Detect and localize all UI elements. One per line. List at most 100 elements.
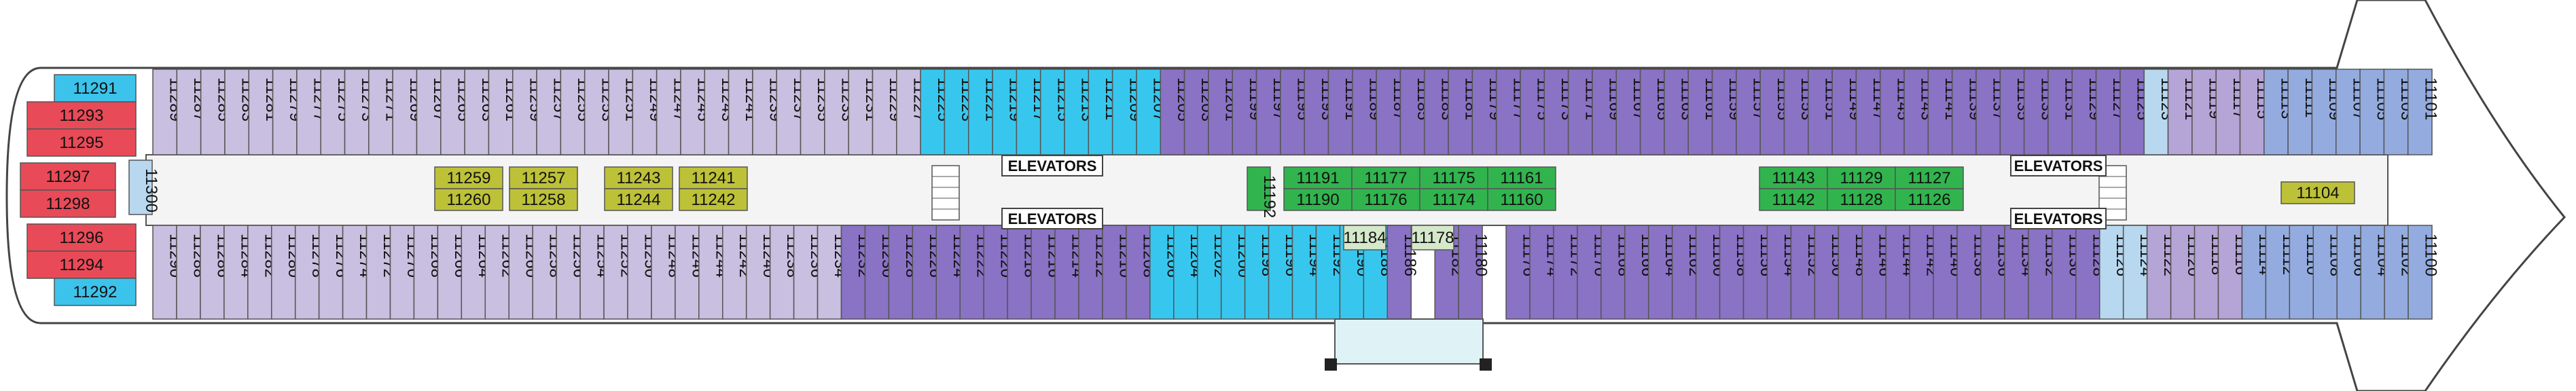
cabin-11232[interactable]: 11232 xyxy=(840,225,873,320)
cabin-11260[interactable]: 11260 xyxy=(434,188,503,211)
cabin-11248[interactable]: 11248 xyxy=(651,225,683,320)
cabin-11177[interactable]: 11177 xyxy=(1351,166,1420,189)
cabin-11180[interactable]: 11180 xyxy=(1458,225,1490,320)
cabin-11212[interactable]: 11212 xyxy=(1078,225,1110,320)
cabin-11105[interactable]: 11105 xyxy=(2359,69,2392,155)
cabin-shape xyxy=(2217,225,2243,320)
cabin-11190[interactable]: 11190 xyxy=(1283,188,1353,211)
cabin-11217[interactable]: 11217 xyxy=(1016,69,1048,155)
cabin-11100[interactable]: 11100 xyxy=(2408,225,2440,320)
cabin-11110[interactable]: 11110 xyxy=(2289,225,2321,320)
cabin-shape xyxy=(2052,225,2077,320)
cabin-11243[interactable]: 11243 xyxy=(704,69,736,155)
cabin-11244[interactable]: 11244 xyxy=(604,188,673,211)
cabin-11293[interactable]: 11293 xyxy=(26,101,137,130)
cabin-11296[interactable]: 11296 xyxy=(26,223,137,252)
cabin-shape xyxy=(2289,225,2314,320)
cabin-11192[interactable]: 11192 xyxy=(1247,166,1278,218)
cabin-shape xyxy=(604,188,673,211)
cabin-11257[interactable]: 11257 xyxy=(509,166,578,189)
cabin-11297[interactable]: 11297 xyxy=(20,162,116,191)
cabin-11233[interactable]: 11233 xyxy=(824,69,857,155)
cabin-shape xyxy=(294,225,320,320)
cabin-11128[interactable]: 11128 xyxy=(1827,188,1896,211)
cabin-11252[interactable]: 11252 xyxy=(603,225,635,320)
cabin-11264[interactable]: 11264 xyxy=(461,225,493,320)
cabin-11298[interactable]: 11298 xyxy=(20,189,116,218)
cabin-11279[interactable]: 11279 xyxy=(272,69,305,155)
cabin-11195[interactable]: 11195 xyxy=(1280,69,1312,155)
cabin-11300[interactable]: 11300 xyxy=(128,160,160,215)
cabin-11124[interactable]: 11124 xyxy=(2122,225,2155,320)
cabin-11176[interactable]: 11176 xyxy=(1505,225,1538,320)
cabin-shape xyxy=(556,225,581,320)
cabin-11218[interactable]: 11218 xyxy=(1007,225,1039,320)
cabin-shape xyxy=(2192,69,2217,155)
cabin-11208[interactable]: 11208 xyxy=(1126,225,1158,320)
cabin-11160[interactable]: 11160 xyxy=(1487,188,1556,211)
cabin-shape xyxy=(1711,69,1737,155)
cabin-11206[interactable]: 11206 xyxy=(1149,225,1181,320)
cabin-11138[interactable]: 11138 xyxy=(1956,225,1989,320)
cabin-11109[interactable]: 11109 xyxy=(2311,69,2344,155)
cabin-11144[interactable]: 11144 xyxy=(1885,225,1918,320)
cabin-shape xyxy=(2264,69,2289,155)
cabin-11102[interactable]: 11102 xyxy=(2384,225,2416,320)
cabin-11295[interactable]: 11295 xyxy=(26,128,137,157)
cabin-11251[interactable]: 11251 xyxy=(608,69,641,155)
cabin-11258[interactable]: 11258 xyxy=(509,188,578,211)
cabin-11292[interactable]: 11292 xyxy=(54,278,137,306)
cabin-11126[interactable]: 11126 xyxy=(2098,225,2131,320)
cabin-11288[interactable]: 11288 xyxy=(176,225,208,320)
cabin-11119[interactable]: 11119 xyxy=(2192,69,2224,155)
cabin-11257[interactable]: 11257 xyxy=(536,69,569,155)
cabin-11241[interactable]: 11241 xyxy=(679,166,748,189)
cabin-shape xyxy=(1448,69,1473,155)
cabin-11181[interactable]: 11181 xyxy=(1448,69,1480,155)
cabin-shape xyxy=(967,69,993,155)
cabin-11184[interactable]: 11184 xyxy=(1343,225,1387,250)
cabin-11101[interactable]: 11101 xyxy=(2407,69,2440,155)
cabin-11247[interactable]: 11247 xyxy=(656,69,689,155)
cabin-shape xyxy=(26,101,137,130)
cabin-11277[interactable]: 11277 xyxy=(296,69,329,155)
cabin-11246[interactable]: 11246 xyxy=(675,225,706,320)
cabin-11178[interactable]: 11178 xyxy=(1411,225,1454,250)
cabin-11294[interactable]: 11294 xyxy=(26,250,137,279)
cabin-11191[interactable]: 11191 xyxy=(1283,166,1353,189)
cabin-11104[interactable]: 11104 xyxy=(2280,181,2355,204)
cabin-11289[interactable]: 11289 xyxy=(152,69,185,155)
cabin-11215[interactable]: 11215 xyxy=(1039,69,1073,155)
cabin-11284[interactable]: 11284 xyxy=(223,225,255,320)
cabin-shape xyxy=(26,128,137,157)
cabin-11175[interactable]: 11175 xyxy=(1419,166,1488,189)
cabin-11176[interactable]: 11176 xyxy=(1351,188,1420,211)
cabin-11136[interactable]: 11136 xyxy=(1980,225,2012,320)
cabin-11243[interactable]: 11243 xyxy=(604,166,673,189)
cabin-11142[interactable]: 11142 xyxy=(1759,188,1828,211)
cabin-11261[interactable]: 11261 xyxy=(488,69,520,155)
cabin-11259[interactable]: 11259 xyxy=(434,166,503,189)
cabin-11204[interactable]: 11204 xyxy=(1173,225,1205,320)
cabin-shape xyxy=(2122,225,2148,320)
cabin-11133[interactable]: 11133 xyxy=(2023,69,2056,155)
cabin-11171[interactable]: 11171 xyxy=(1567,69,1600,155)
cabin-11260[interactable]: 11260 xyxy=(508,225,541,320)
cabin-shape xyxy=(2336,225,2361,320)
cabin-11143[interactable]: 11143 xyxy=(1759,166,1828,189)
cabin-11291[interactable]: 11291 xyxy=(54,74,137,103)
cabin-shape xyxy=(1909,225,1934,320)
cabin-11192[interactable]: 11192 xyxy=(1315,225,1348,320)
cabin-11127[interactable]: 11127 xyxy=(2095,69,2128,155)
cabin-11242[interactable]: 11242 xyxy=(679,188,748,211)
cabin-number: 11260 xyxy=(447,191,491,209)
cabin-number: 11180 xyxy=(1472,234,1490,276)
cabin-11174[interactable]: 11174 xyxy=(1419,188,1488,211)
cabin-11152[interactable]: 11152 xyxy=(1790,225,1823,320)
cabin-11161[interactable]: 11161 xyxy=(1487,166,1556,189)
cabin-11126[interactable]: 11126 xyxy=(1895,188,1964,211)
cabin-11127[interactable]: 11127 xyxy=(1895,166,1964,189)
cabin-11236[interactable]: 11236 xyxy=(793,225,825,320)
cabin-11216[interactable]: 11216 xyxy=(1031,225,1063,320)
cabin-11129[interactable]: 11129 xyxy=(1827,166,1896,189)
